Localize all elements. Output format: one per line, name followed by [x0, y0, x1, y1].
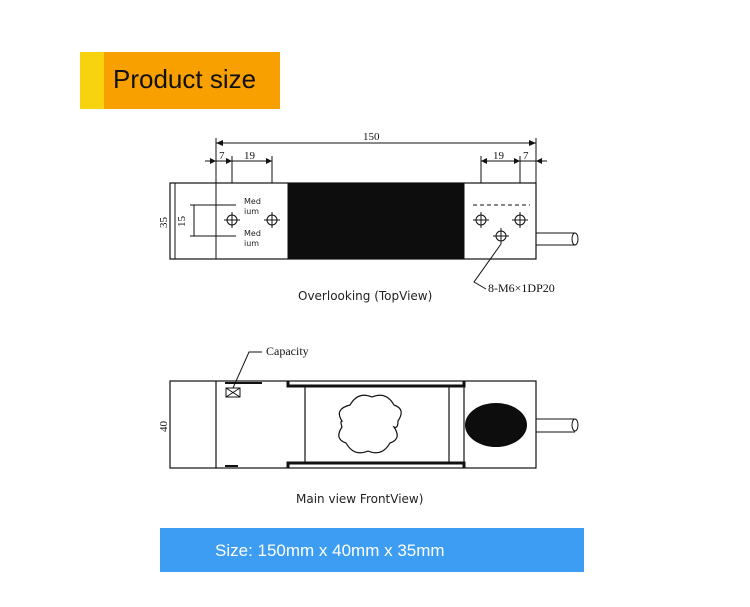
header-accent-orange: [104, 52, 280, 109]
front-view-caption: Main view FrontView): [296, 492, 424, 506]
thread-spec-label: 8-M6×1DP20: [488, 281, 555, 295]
cable-top: [536, 232, 579, 246]
dim-text-40: 40: [158, 421, 170, 433]
thread-leader: [473, 243, 502, 290]
medium-label-top-2: ium: [244, 207, 259, 216]
size-banner-text: Size: 150mm x 40mm x 35mm: [215, 541, 445, 560]
capacity-label: Capacity: [266, 344, 309, 358]
mount-hole-right-1: [473, 212, 489, 228]
cable-front: [536, 418, 579, 433]
mount-hole-left-2: [264, 212, 280, 228]
medium-label-top-1: Med: [244, 197, 261, 206]
medium-label-bottom-1: Med: [244, 229, 261, 238]
dim-text-right-7: 7: [523, 150, 529, 162]
front-view-drawing: [169, 380, 537, 469]
top-view-caption: Overlooking (TopView): [298, 289, 433, 303]
dim-text-35: 35: [158, 217, 170, 229]
top-gauge-area: [288, 183, 464, 259]
mount-hole-left-1: [224, 212, 240, 228]
flexure-cutout: [338, 394, 402, 454]
dim-text-150: 150: [363, 131, 380, 143]
dim-text-15: 15: [176, 216, 188, 228]
mount-hole-right-3: [493, 228, 509, 244]
dim-text-left-19: 19: [244, 150, 256, 162]
front-body-outline: [169, 380, 537, 469]
medium-label-bottom-2: ium: [244, 239, 259, 248]
page-title: Product size: [113, 64, 257, 94]
cable-gland: [465, 403, 527, 447]
capacity-leader: [232, 351, 262, 389]
dim-text-right-19: 19: [493, 150, 505, 162]
dim-text-left-7: 7: [219, 150, 225, 162]
size-banner: [160, 528, 584, 572]
header-accent-yellow: [80, 52, 108, 109]
mount-hole-right-2: [512, 212, 528, 228]
